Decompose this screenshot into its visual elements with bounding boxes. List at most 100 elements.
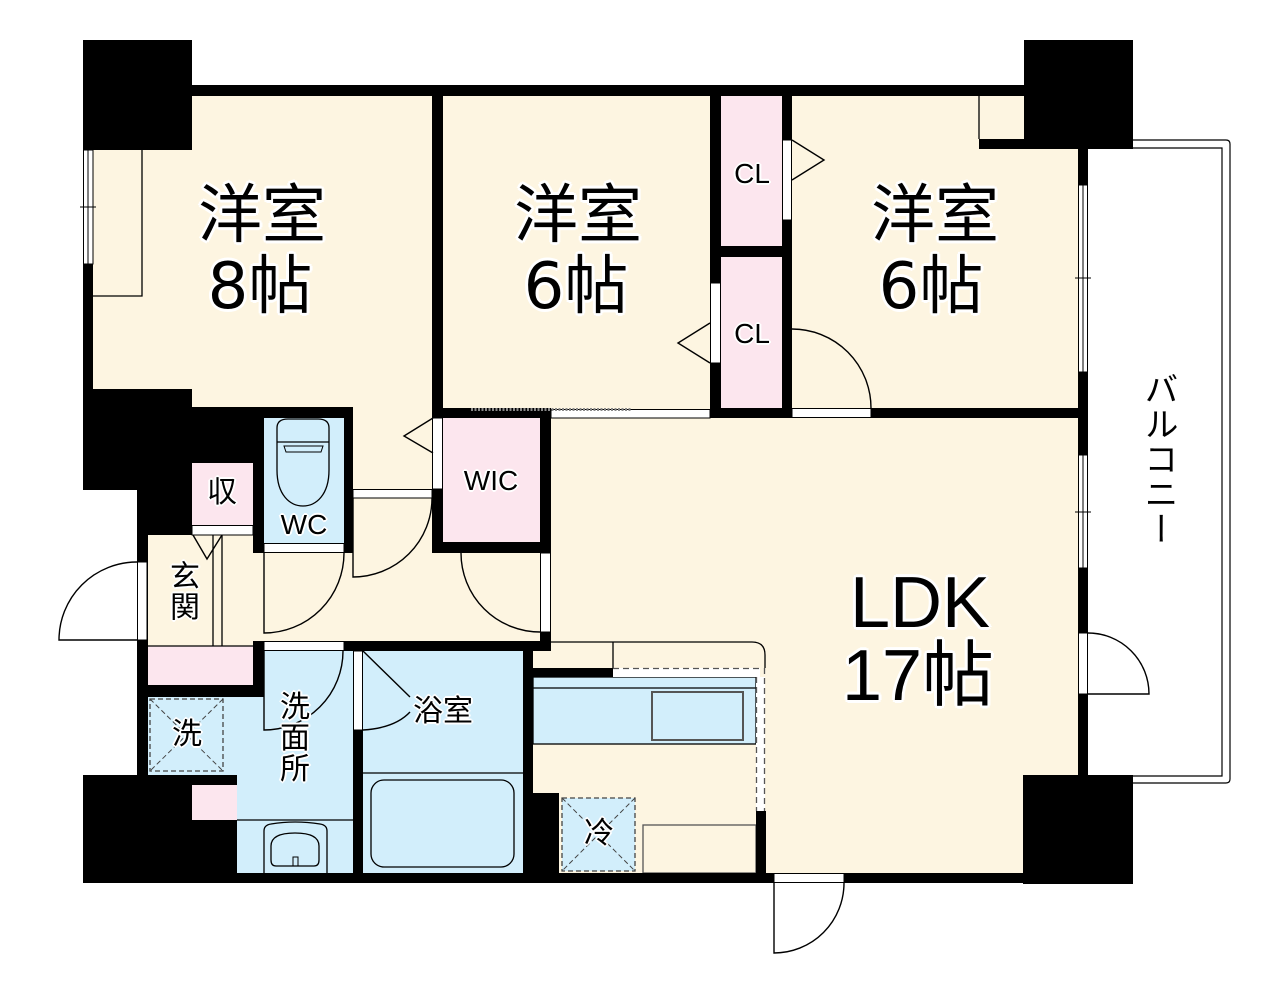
balcony-door-swing [1087, 632, 1150, 695]
wall-room2-closet [710, 96, 721, 418]
kitchen-sink-icon [651, 691, 744, 741]
toilet-door-frame [263, 543, 345, 553]
pillar-top-right [1024, 40, 1133, 149]
laundry-floor [148, 697, 264, 775]
front-ldk-door-frame [773, 873, 845, 883]
walk-in-closet-label: WIC [463, 465, 519, 496]
toilet-icon [276, 418, 330, 507]
wall-hall-bottom [253, 641, 551, 651]
room-name-label: 洋室 [198, 179, 326, 253]
wall-entrance-left [137, 535, 148, 775]
door-swings [58, 139, 1150, 954]
washroom-label: 洗面所 [274, 690, 309, 784]
bathtub-icon [370, 779, 515, 868]
room-size-label: 6帖 [523, 250, 629, 324]
hall-floor-lower [253, 553, 543, 643]
wall-kitchen-right [756, 811, 766, 883]
wall-room2-bottom [443, 408, 551, 418]
storage-box-label: 収 [207, 475, 237, 510]
pillar-bottom-left [83, 775, 192, 883]
shoe-cabinet-lines [148, 535, 253, 647]
wall-closet-room3 [782, 96, 792, 418]
closet-lower-door-marker [676, 322, 711, 364]
ldk-name-label: LDK [849, 563, 991, 643]
balcony-outline [1133, 139, 1231, 784]
wic-door-frame [432, 417, 443, 490]
kitchen-side-opening [756, 677, 765, 811]
walls [83, 40, 1133, 884]
room-size-label: 6帖 [878, 250, 984, 324]
room-1-closet-outline [93, 149, 143, 297]
closet-upper-door-marker [791, 139, 826, 181]
washbasin-icon [263, 821, 328, 873]
bar-counter-outline [551, 641, 766, 668]
wall-wic-right [540, 408, 551, 651]
room-name-label: 洋室 [514, 179, 642, 253]
pillar-bottom-left-3 [192, 820, 237, 883]
entrance-door-swing [58, 561, 138, 641]
washing-machine-space-icon [149, 698, 224, 772]
wall-toilet-top [264, 407, 353, 418]
kitchen-dashed-lines [613, 667, 766, 811]
washroom-door-frame [263, 641, 345, 651]
washing-machine-label: 洗 [172, 717, 202, 752]
wall-wic-bottom [432, 542, 551, 553]
wall-room3-bottom [792, 408, 1088, 418]
storage-box-door-marker [192, 534, 223, 561]
wall-top [192, 85, 1024, 96]
room-name-label: 洋室 [871, 179, 999, 253]
closet-upper-floor [721, 96, 782, 246]
front-ldk-door-swing [773, 882, 845, 954]
kitchen-counter [532, 676, 757, 745]
refrigerator-label: 冷 [584, 816, 614, 851]
pillar-bottom-right [1023, 775, 1133, 884]
wall-bath-kitchen [523, 641, 533, 883]
shoe-storage-floor [148, 646, 253, 685]
storage-floors [148, 96, 782, 820]
western-room-1-floor-lower [192, 389, 432, 409]
fixtures [93, 96, 980, 874]
washroom-door-swing [263, 650, 344, 731]
walk-in-closet-floor [443, 418, 540, 542]
wall-washroom-bath [353, 641, 363, 883]
balcony-door-frame [1078, 632, 1088, 695]
refrigerator-space-icon [561, 797, 636, 872]
wall-kitchen-block [533, 793, 559, 883]
wall-closet-bottom [710, 408, 792, 418]
closet-upper-label: CL [734, 158, 770, 189]
wall-room3-box [979, 139, 1024, 149]
entrance-floor [148, 535, 253, 646]
closet-lower-door-frame [710, 282, 721, 364]
wall-block-left-lower [137, 490, 192, 535]
wall-toilet-right [344, 407, 353, 553]
pillar-left-middle [83, 389, 192, 490]
pillar-bottom-left-2 [192, 775, 237, 785]
kitchen-back-opening [613, 668, 760, 677]
wall-kitchen-back [533, 668, 613, 677]
storage-box-floor [192, 463, 253, 525]
bathroom-door-frame [353, 650, 363, 731]
ldk-door-frame [540, 552, 551, 633]
room1-door-frame [352, 489, 433, 499]
room-size-label: 8帖 [207, 250, 313, 324]
toilet-door-swing [263, 552, 345, 634]
wall-left-room1 [83, 150, 93, 390]
wall-shoe-storage-bottom [137, 685, 264, 697]
ldk-door-swing [460, 552, 541, 633]
pillar-top-left [83, 40, 192, 150]
wall-room1-room2 [432, 96, 443, 553]
wall-block-left-upper [192, 407, 264, 463]
bathroom-folding-door [362, 650, 411, 731]
closet-lower-floor [721, 257, 782, 408]
room1-door-swing [352, 497, 433, 578]
wall-bottom [237, 873, 1023, 883]
entrance-door-frame [137, 561, 148, 641]
western-room-2-floor [443, 96, 710, 410]
closet-upper-door-frame [782, 139, 792, 221]
closet-lower-label: CL [734, 318, 770, 349]
bathroom-label: 浴室 [413, 694, 473, 729]
room3-door-swing [791, 328, 872, 409]
balcony-label: バルコニー [1138, 371, 1178, 547]
